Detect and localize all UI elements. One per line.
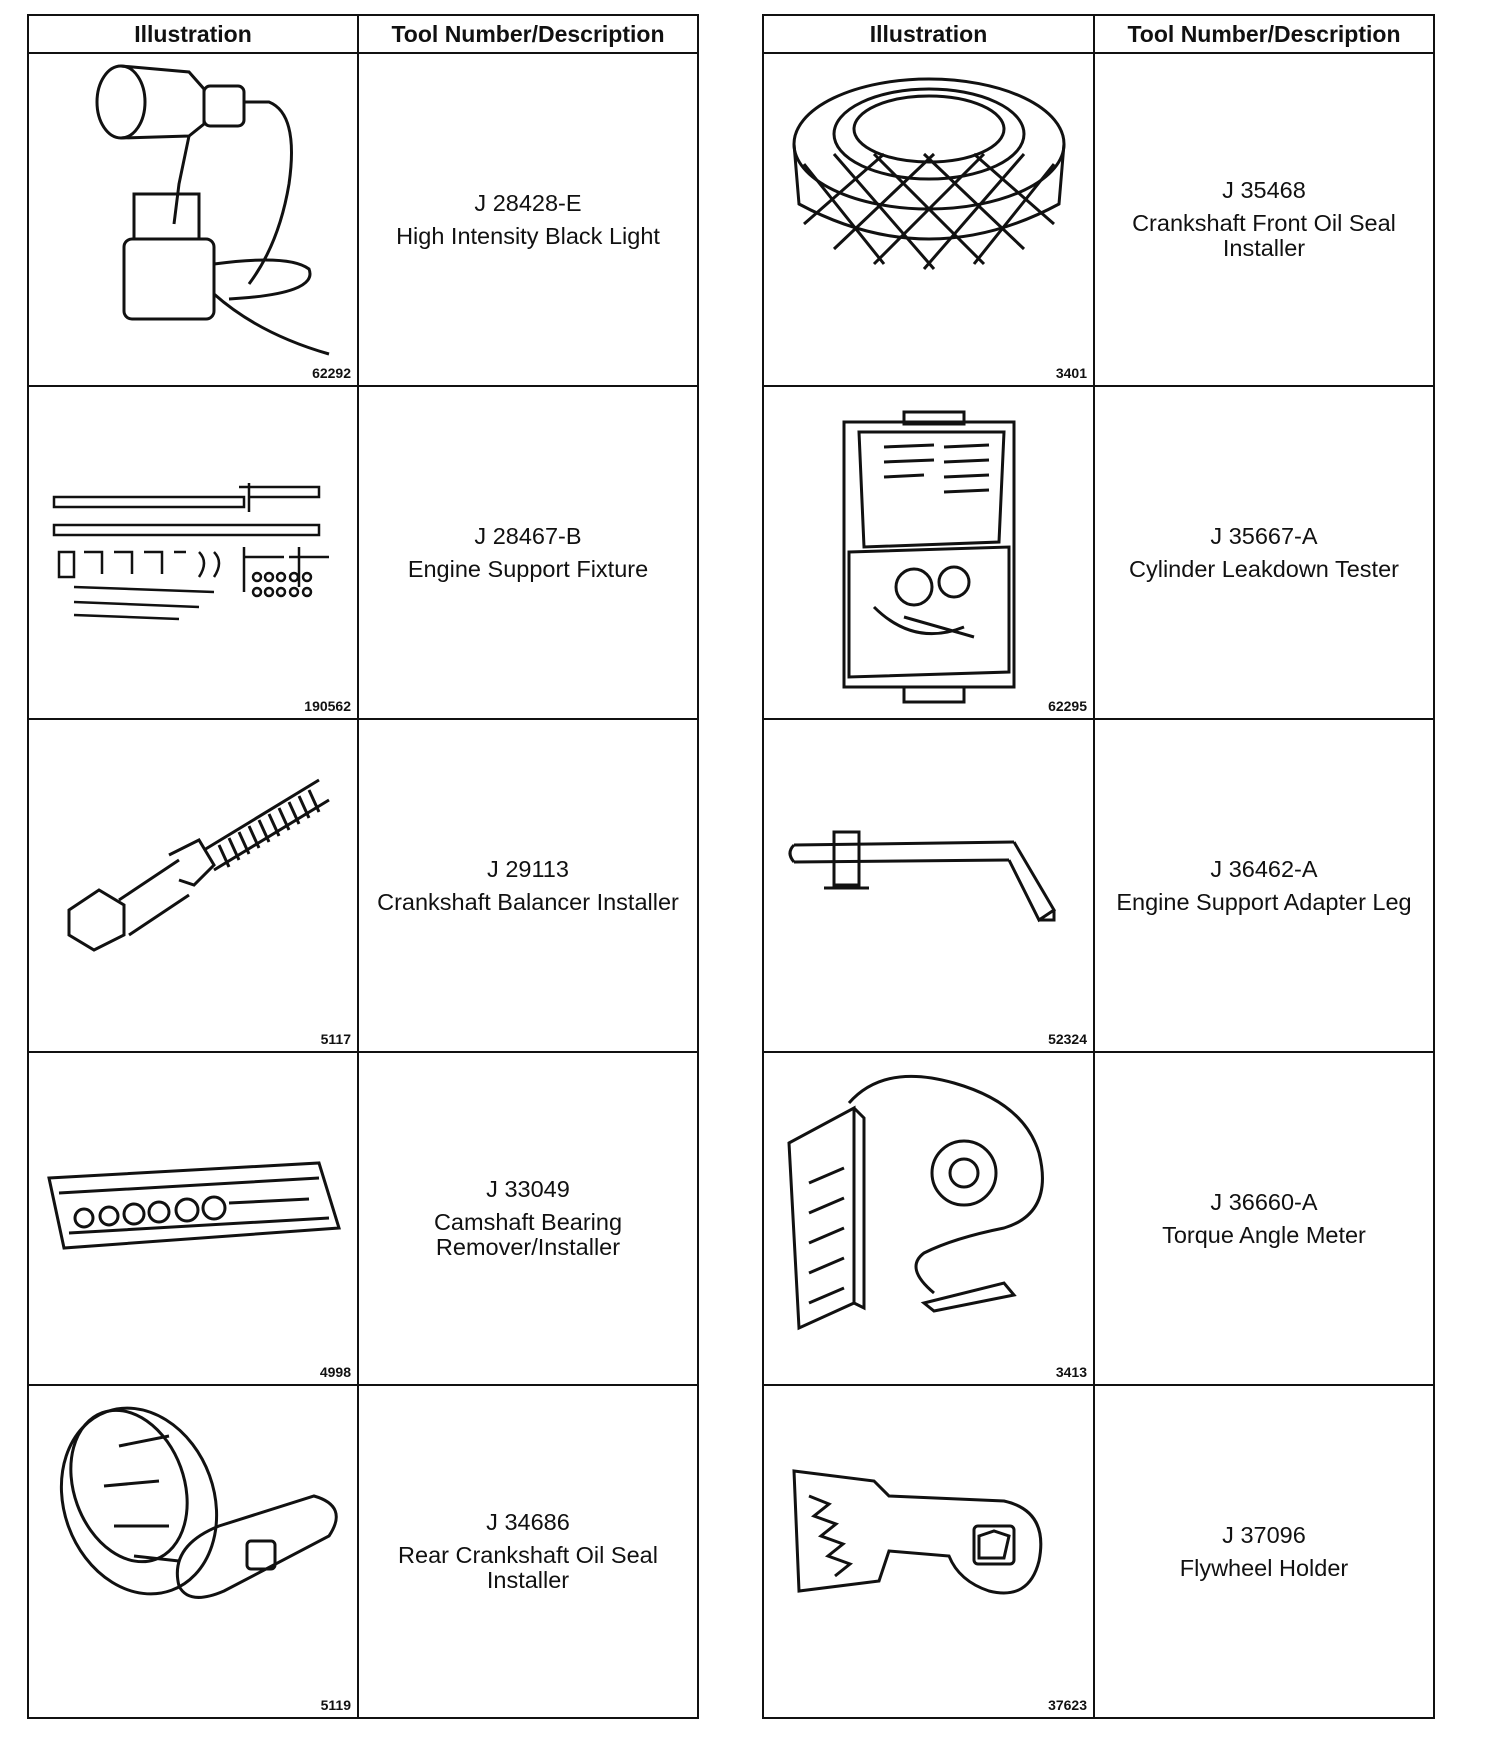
figure-number: 3413 (1055, 1364, 1087, 1380)
tool-row: 3413 J 36660-A Torque Angle Meter (762, 1051, 1435, 1386)
tool-number: J 35468 (1222, 177, 1306, 203)
support-fixture-icon (52, 483, 329, 621)
illustration-header: Illustration (27, 14, 359, 54)
tool-description: Flywheel Holder (1179, 1554, 1349, 1581)
tool-description: Camshaft Bearing Remover/Installer (433, 1209, 623, 1260)
tool-description-cell: J 35667-A Cylinder Leakdown Tester (1093, 385, 1435, 720)
tool-row: 52324 J 36462-A Engine Support Adapter L… (762, 718, 1435, 1053)
illustration-cell: 62292 (27, 52, 359, 387)
figure-number: 4998 (319, 1364, 351, 1380)
figure-number: 37623 (1048, 1697, 1087, 1713)
tool-number: J 28467-B (474, 522, 582, 549)
tool-description-cell: J 29113 Crankshaft Balancer Installer (357, 718, 699, 1053)
tool-row: 62295 J 35667-A Cylinder Leakdown Tester (762, 385, 1435, 720)
front-seal-installer-icon (792, 77, 1066, 270)
balancer-installer-icon (67, 778, 330, 952)
tool-row: 4998 J 33049 Camshaft Bearing Remover/In… (27, 1051, 699, 1386)
description-header: Tool Number/Description (1093, 14, 1435, 54)
tool-number: J 35667-A (1210, 522, 1318, 549)
tool-description-cell: J 36462-A Engine Support Adapter Leg (1093, 718, 1435, 1053)
illustration-cell: 3413 (762, 1051, 1095, 1386)
illustration-header: Illustration (762, 14, 1095, 54)
figure-number: 62295 (1048, 698, 1087, 714)
tool-number: J 34686 (486, 1509, 570, 1535)
figure-number: 5117 (320, 1031, 351, 1047)
figure-number: 62292 (312, 365, 351, 381)
tool-description: Cylinder Leakdown Tester (1129, 555, 1399, 582)
right-tool-table: Illustration Tool Number/Description 340… (762, 14, 1435, 1719)
tool-row: 5119 J 34686 Rear Crankshaft Oil Seal In… (27, 1384, 699, 1719)
tool-row: 37623 J 37096 Flywheel Holder (762, 1384, 1435, 1719)
leakdown-tester-icon (842, 410, 1016, 704)
illustration-cell: 5117 (27, 718, 359, 1053)
tool-description-cell: J 28428-E High Intensity Black Light (357, 52, 699, 387)
tool-row: 190562 J 28467-B Engine Support Fixture (27, 385, 699, 720)
tool-row: 5117 J 29113 Crankshaft Balancer Install… (27, 718, 699, 1053)
figure-number: 52324 (1048, 1031, 1087, 1047)
description-header: Tool Number/Description (357, 14, 699, 54)
illustration-cell: 62295 (762, 385, 1095, 720)
tool-row: 62292 J 28428-E High Intensity Black Lig… (27, 52, 699, 387)
tool-description: Crankshaft Front Oil Seal Installer (1132, 210, 1396, 261)
illustration-cell: 190562 (27, 385, 359, 720)
tool-number: J 33049 (486, 1176, 570, 1202)
tool-description: Engine Support Fixture (407, 555, 649, 582)
tool-description-cell: J 34686 Rear Crankshaft Oil Seal Install… (357, 1384, 699, 1719)
adapter-leg-icon (788, 830, 1057, 923)
tool-number: J 36462-A (1210, 855, 1318, 882)
tool-description: Engine Support Adapter Leg (1116, 888, 1412, 915)
illustration-cell: 37623 (762, 1384, 1095, 1719)
tool-number: J 28428-E (474, 189, 582, 216)
torque-meter-icon (787, 1074, 1044, 1331)
bearing-kit-icon (47, 1161, 341, 1250)
tool-description: Rear Crankshaft Oil Seal Installer (398, 1542, 658, 1593)
tool-description: Torque Angle Meter (1162, 1221, 1366, 1248)
tool-description-cell: J 36660-A Torque Angle Meter (1093, 1051, 1435, 1386)
figure-number: 190562 (304, 698, 351, 714)
flywheel-holder-icon (792, 1469, 1043, 1595)
tool-description-cell: J 28467-B Engine Support Fixture (357, 385, 699, 720)
illustration-cell: 3401 (762, 52, 1095, 387)
illustration-cell: 52324 (762, 718, 1095, 1053)
tool-number: J 36660-A (1210, 1188, 1318, 1215)
tool-description-cell: J 37096 Flywheel Holder (1093, 1384, 1435, 1719)
tool-number: J 37096 (1222, 1521, 1306, 1548)
tool-description-cell: J 33049 Camshaft Bearing Remover/Install… (357, 1051, 699, 1386)
tool-description-cell: J 35468 Crankshaft Front Oil Seal Instal… (1093, 52, 1435, 387)
tool-number: J 29113 (487, 855, 569, 882)
illustration-cell: 4998 (27, 1051, 359, 1386)
tool-description: High Intensity Black Light (396, 222, 660, 249)
black-light-icon (95, 64, 330, 356)
left-tool-table: Illustration Tool Number/Description 622… (27, 14, 699, 1719)
illustration-cell: 5119 (27, 1384, 359, 1719)
rear-seal-installer-icon (59, 1406, 338, 1599)
figure-number: 3401 (1055, 365, 1087, 381)
tool-description: Crankshaft Balancer Installer (377, 888, 679, 915)
figure-number: 5119 (320, 1697, 351, 1713)
tool-row: 3401 J 35468 Crankshaft Front Oil Seal I… (762, 52, 1435, 387)
